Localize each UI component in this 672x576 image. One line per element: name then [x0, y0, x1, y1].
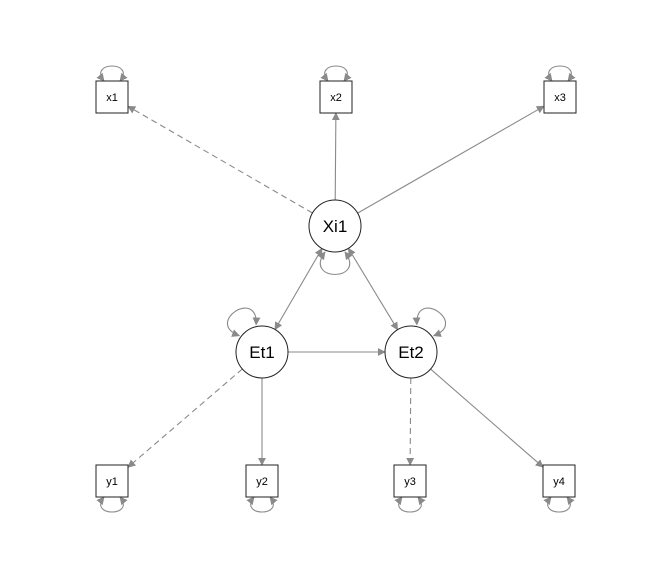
edge-et2-y3	[406, 377, 415, 466]
latent-node-et1: Et1	[235, 325, 289, 379]
observed-node-y4: y4	[542, 464, 576, 498]
node-label: Et2	[398, 343, 424, 362]
node-label: y4	[553, 476, 565, 488]
observed-box	[95, 80, 129, 114]
variance-loop-et1	[226, 307, 261, 337]
observed-box	[543, 80, 577, 114]
edge-xi1-et2	[347, 247, 399, 331]
observed-node-y3: y3	[393, 464, 427, 498]
node-label: Xi1	[323, 217, 348, 236]
observed-box	[542, 464, 576, 498]
observed-box	[245, 464, 279, 498]
edge-xi1-et1	[274, 247, 323, 331]
observed-box	[95, 464, 129, 498]
edge-et2-y4	[430, 368, 544, 468]
latent-node-xi1: Xi1	[308, 199, 362, 253]
latent-circle	[308, 199, 362, 253]
node-label: y1	[106, 476, 118, 488]
observed-node-y1: y1	[95, 464, 129, 498]
observed-node-x3: x3	[543, 80, 577, 114]
node-label: x2	[330, 92, 342, 104]
observed-box	[319, 80, 353, 114]
edges-layer	[127, 105, 545, 468]
latent-circle	[235, 325, 289, 379]
variance-loop-x2	[320, 65, 352, 82]
edge-xi1-x2	[331, 112, 340, 201]
variance-loops-layer	[96, 65, 576, 513]
node-label: y3	[404, 476, 416, 488]
variance-loop-x3	[544, 65, 576, 82]
edge-xi1-x3	[357, 105, 545, 214]
node-label: x1	[106, 92, 118, 104]
variance-loop-xi1	[317, 251, 353, 276]
node-label: Et1	[249, 343, 275, 362]
observed-node-y2: y2	[245, 464, 279, 498]
variance-loop-et2	[412, 307, 447, 337]
variance-loop-y1	[96, 496, 128, 513]
variance-loop-x1	[96, 65, 128, 82]
edge-et1-y1	[127, 368, 243, 468]
variance-loop-y3	[394, 496, 426, 513]
variance-loop-y2	[246, 496, 278, 513]
variance-loop-y4	[543, 496, 575, 513]
node-label: y2	[256, 476, 268, 488]
latent-node-et2: Et2	[384, 325, 438, 379]
observed-box	[393, 464, 427, 498]
observed-node-x1: x1	[95, 80, 129, 114]
edge-xi1-x1	[127, 105, 313, 214]
node-label: x3	[554, 92, 566, 104]
observed-node-x2: x2	[319, 80, 353, 114]
latent-circle	[384, 325, 438, 379]
